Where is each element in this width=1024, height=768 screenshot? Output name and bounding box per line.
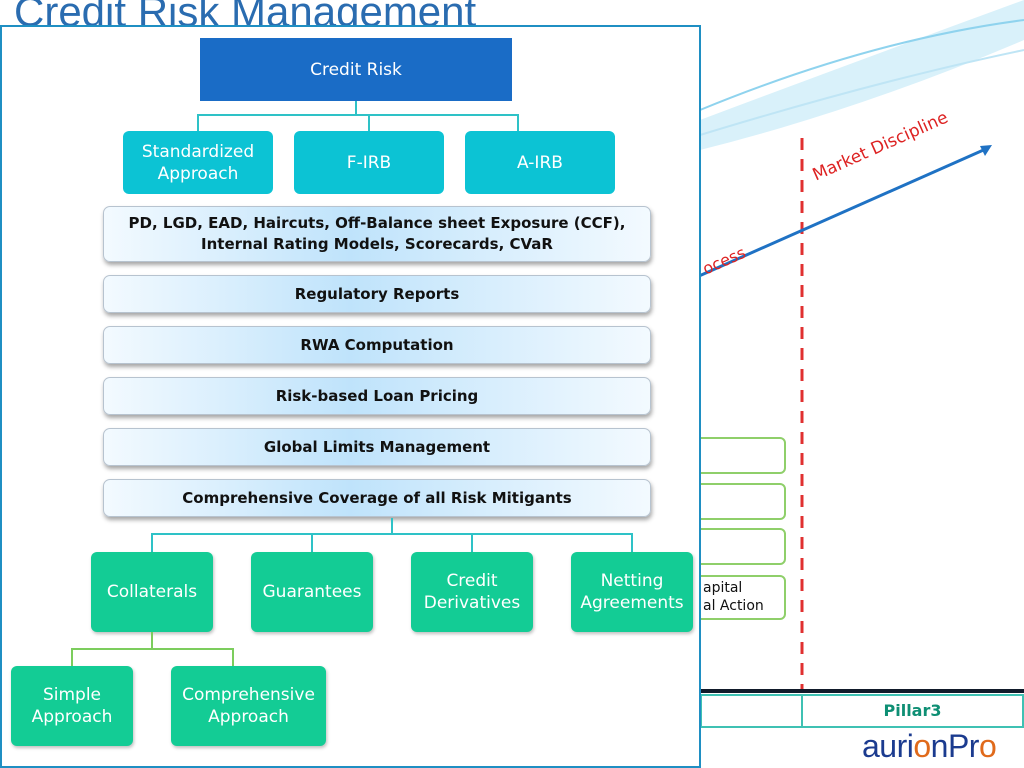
connector bbox=[471, 533, 473, 552]
connector bbox=[368, 114, 370, 132]
capital-fragment: apital bbox=[703, 580, 743, 596]
pillar-separator bbox=[801, 694, 803, 728]
loan-pricing-bar: Risk-based Loan Pricing bbox=[103, 377, 651, 415]
comprehensive-approach-node: Comprehensive Approach bbox=[171, 666, 326, 746]
pillar3-label: Pillar3 bbox=[803, 694, 1024, 728]
global-limits-bar: Global Limits Management bbox=[103, 428, 651, 466]
connector bbox=[71, 648, 234, 650]
connector bbox=[151, 632, 153, 649]
netting-agreements-node: Netting Agreements bbox=[571, 552, 693, 632]
credit-risk-diagram-panel: Credit Risk Standardized Approach F-IRB … bbox=[0, 25, 701, 768]
credit-derivatives-node: Credit Derivatives bbox=[411, 552, 533, 632]
collaterals-node: Collaterals bbox=[91, 552, 213, 632]
pillar2-footer bbox=[700, 694, 803, 728]
connector bbox=[631, 533, 633, 552]
aurionpro-logo: aurionPro bbox=[862, 728, 997, 764]
action-fragment: al Action bbox=[703, 598, 764, 614]
f-irb-node: F-IRB bbox=[294, 131, 444, 194]
pillar-baseline bbox=[700, 689, 1024, 693]
rwa-computation-bar: RWA Computation bbox=[103, 326, 651, 364]
connector bbox=[311, 533, 313, 552]
connector bbox=[232, 648, 234, 666]
connector bbox=[197, 114, 519, 116]
connector bbox=[517, 114, 519, 132]
connector bbox=[151, 533, 153, 552]
simple-approach-node: Simple Approach bbox=[11, 666, 133, 746]
connector bbox=[355, 101, 357, 115]
risk-parameters-bar: PD, LGD, EAD, Haircuts, Off-Balance shee… bbox=[103, 206, 651, 262]
connector bbox=[197, 114, 199, 132]
standardized-approach-node: Standardized Approach bbox=[123, 131, 273, 194]
guarantees-node: Guarantees bbox=[251, 552, 373, 632]
connector bbox=[391, 518, 393, 534]
connector bbox=[151, 533, 633, 535]
a-irb-node: A-IRB bbox=[465, 131, 615, 194]
risk-mitigants-bar: Comprehensive Coverage of all Risk Mitig… bbox=[103, 479, 651, 517]
regulatory-reports-bar: Regulatory Reports bbox=[103, 275, 651, 313]
credit-risk-node: Credit Risk bbox=[200, 38, 512, 101]
connector bbox=[71, 648, 73, 666]
